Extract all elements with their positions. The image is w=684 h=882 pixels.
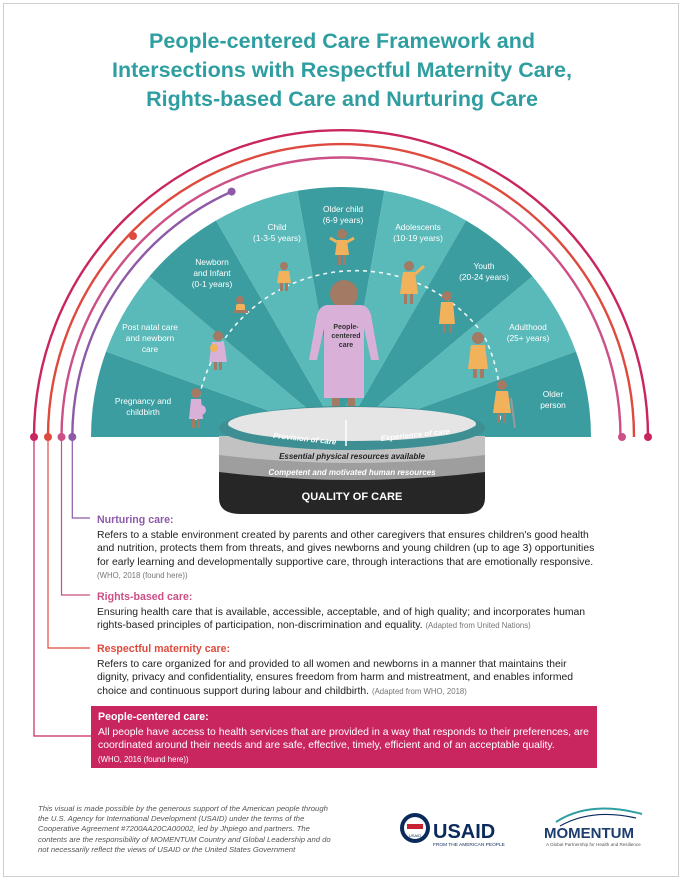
center-label-3: care	[339, 342, 354, 349]
stage-label-4-line-1: Child	[267, 222, 286, 232]
stage-label-3-line-1: Newborn	[195, 257, 229, 267]
adolescent-figure	[400, 261, 425, 304]
nurturing-care-heading: Nurturing care:	[97, 514, 174, 526]
life-course-dashed-arc-2	[484, 337, 502, 421]
pregnant-woman-figure	[189, 388, 206, 428]
stage-label-2-line-2: and newborn	[126, 333, 175, 343]
usaid-logo: USAID USAID FROM THE AMERICAN PEOPLE	[400, 813, 505, 848]
nurturing-connector	[71, 437, 90, 519]
center-label-2: centered	[331, 333, 360, 340]
stage-label-6-line-2: (10-19 years)	[393, 233, 443, 243]
page-frame	[3, 3, 679, 877]
rights-based-arc	[60, 156, 622, 438]
stage-label-2-line-3: care	[142, 344, 159, 354]
mother-with-newborn-figure	[209, 331, 227, 370]
people-connector	[33, 437, 91, 737]
stage-label-7-line-2: (20-24 years)	[459, 272, 509, 282]
momentum-logo: MOMENTUM A Global Partnership for Health…	[544, 807, 643, 847]
people-centered-care-box: People-centered care: All people have ac…	[91, 706, 597, 768]
platform-top-inner	[228, 407, 476, 441]
rights-connector	[60, 437, 90, 596]
funding-disclaimer: This visual is made possible by the gene…	[38, 804, 331, 854]
usaid-seal-text: USAID	[409, 833, 421, 838]
title-line-1: People-centered Care Framework and	[149, 29, 535, 53]
fan-wedge-8	[341, 276, 576, 437]
momentum-wordmark: MOMENTUM	[544, 825, 634, 842]
infant-figure	[233, 296, 248, 313]
title-line-3: Rights-based Care and Nurturing Care	[146, 87, 538, 111]
nurturing-care-arc	[71, 190, 233, 438]
fan-wedge-4	[216, 190, 341, 437]
nurturing-care-section: Nurturing care: Refers to a stable envir…	[97, 514, 597, 583]
respectful-arc-dot-right	[618, 433, 626, 441]
stage-label-9-line-1: Older	[543, 389, 564, 399]
stage-label-6-line-1: Adolescents	[395, 222, 441, 232]
child-figure	[277, 262, 291, 291]
essential-resources-label: Essential physical resources available	[279, 452, 425, 461]
nurturing-care-source: (WHO, 2018 (found here))	[97, 571, 188, 581]
rights-based-body: Ensuring health care that is available, …	[97, 606, 586, 632]
respectful-maternity-section: Respectful maternity care: Refers to car…	[97, 643, 597, 698]
stage-label-1-line-2: childbirth	[126, 407, 160, 417]
momentum-tagline: A Global Partnership for Health and Resi…	[546, 842, 641, 847]
nurturing-care-body: Refers to a stable environment created b…	[97, 529, 595, 568]
adult-figure	[468, 332, 488, 378]
stage-label-5-line-2: (6-9 years)	[323, 215, 364, 225]
stage-label-8-line-2: (25+ years)	[507, 333, 550, 343]
older-child-figure	[329, 229, 355, 265]
stage-label-2-line-1: Post natal care	[122, 322, 178, 332]
quality-of-care-label: QUALITY OF CARE	[302, 491, 403, 503]
center-label-1: People-	[333, 324, 359, 331]
people-arc-end-dot	[644, 433, 652, 441]
stage-label-3-line-2: and Infant	[193, 268, 231, 278]
people-centered-body: All people have access to health service…	[98, 726, 589, 752]
usaid-tagline: FROM THE AMERICAN PEOPLE	[433, 842, 505, 848]
older-person-figure	[493, 380, 516, 429]
fan-wedge-7	[341, 220, 533, 437]
fan-wedge-3	[149, 220, 341, 437]
quality-base	[219, 470, 485, 514]
people-centered-source: (WHO, 2016 (found here))	[98, 754, 189, 764]
rights-arc-start-dot	[129, 232, 137, 240]
fan-wedge-6	[341, 190, 466, 437]
stage-label-9-line-2: person	[540, 400, 566, 410]
stage-label-4-line-2: (1-3-5 years)	[253, 233, 301, 243]
rights-based-source: (Adapted from United Nations)	[425, 621, 531, 631]
youth-figure	[439, 291, 455, 333]
people-centered-arc	[32, 128, 650, 438]
respectful-maternity-heading: Respectful maternity care:	[97, 643, 231, 655]
people-centered-heading: People-centered care:	[98, 711, 209, 723]
respectful-connector	[47, 437, 90, 649]
usaid-wordmark: USAID	[433, 821, 495, 843]
respectful-maternity-body: Refers to care organized for and provide…	[97, 658, 574, 697]
rights-based-heading: Rights-based care:	[97, 591, 193, 603]
nurturing-arc-end-dot	[227, 187, 236, 196]
title-line-2: Intersections with Respectful Maternity …	[112, 58, 572, 82]
competent-resources-label: Competent and motivated human resources	[268, 468, 436, 477]
stage-label-8-line-1: Adulthood	[509, 322, 547, 332]
stage-label-7-line-1: Youth	[473, 261, 494, 271]
respectful-care-arc	[46, 142, 636, 438]
stage-label-5-line-1: Older child	[323, 204, 363, 214]
quality-of-care-platform: Provision of care Experience of care Ess…	[219, 406, 485, 514]
respectful-maternity-source: (Adapted from WHO, 2018)	[371, 686, 467, 696]
stage-label-3-line-3: (0-1 years)	[192, 279, 233, 289]
rights-based-section: Rights-based care: Ensuring health care …	[97, 591, 597, 633]
life-course-dashed-arc	[195, 269, 481, 421]
stage-label-1-line-1: Pregnancy and	[115, 396, 172, 406]
